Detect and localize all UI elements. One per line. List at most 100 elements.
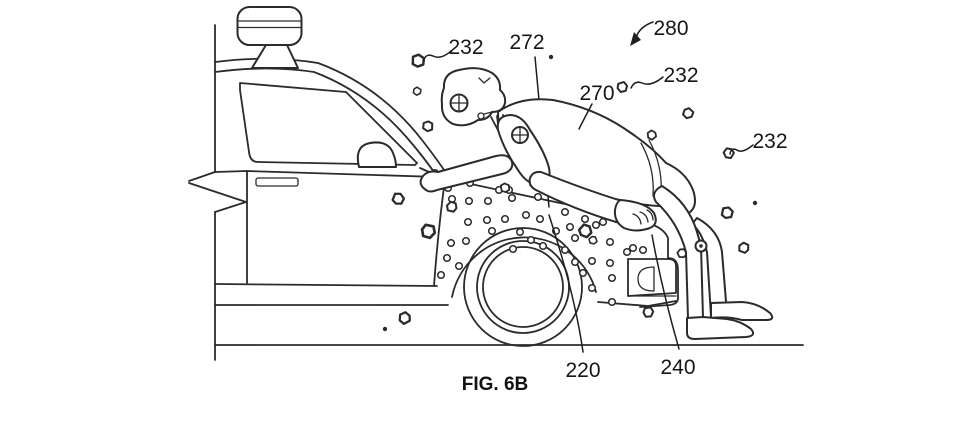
- debris-fragment: [411, 53, 426, 68]
- adhesive-dot: [487, 226, 497, 236]
- dummy-far-arm: [419, 154, 514, 193]
- debris-fragment: [646, 129, 658, 141]
- crash-test-dummy: [419, 67, 774, 340]
- adhesive-dot: [521, 210, 531, 220]
- wheel-arch: [451, 236, 597, 298]
- figure-caption: FIG. 6B: [462, 374, 529, 395]
- door-window: [239, 82, 418, 166]
- adhesive-dot: [500, 214, 510, 224]
- dummy-near-boot: [686, 316, 755, 340]
- debris-fragment: [577, 223, 593, 239]
- adhesive-dot: [526, 235, 536, 245]
- dummy-eye-mark: [478, 77, 491, 84]
- debris-fragment: [398, 311, 411, 325]
- adhesive-dot: [507, 193, 517, 203]
- debris-fragment: [422, 120, 434, 133]
- adhesive-dot: [461, 236, 471, 246]
- leader-270: [578, 103, 593, 130]
- leader-232-a: [422, 50, 452, 62]
- specks-layer: [382, 54, 758, 332]
- ref-label-232-a: 232: [448, 36, 483, 59]
- debris-fragment: [445, 200, 458, 213]
- adhesive-dot: [570, 257, 580, 267]
- side-mirror: [356, 141, 397, 168]
- adhesive-dot: [446, 238, 456, 248]
- dummy-mouth-mark: [477, 112, 485, 120]
- speck: [752, 200, 758, 206]
- sensor-base: [251, 44, 299, 69]
- debris-fragment: [588, 235, 598, 245]
- adhesive-dot: [508, 244, 518, 254]
- adhesive-dot: [580, 214, 590, 224]
- adhesive-dot: [436, 270, 446, 280]
- reference-numerals: 232 272 280 232 270 232 220 240: [448, 17, 787, 382]
- door-bottom-edge: [214, 283, 438, 287]
- sensor-dome: [236, 6, 303, 46]
- break-line: [188, 24, 247, 361]
- dummy-upper-arm: [496, 114, 551, 186]
- debris-fragment: [738, 241, 750, 254]
- adhesive-dot: [538, 241, 548, 251]
- adhesive-dot: [638, 245, 648, 255]
- adhesive-dot: [565, 222, 575, 232]
- ref-label-220: 220: [565, 359, 600, 382]
- leader-240: [651, 234, 680, 350]
- debris-fragment: [616, 80, 629, 94]
- speck: [548, 54, 554, 60]
- ref-label-280: 280: [653, 17, 688, 40]
- adhesive-dot: [605, 237, 615, 247]
- leader-lines: [422, 21, 754, 353]
- belt-line: [214, 170, 439, 178]
- debris-fragment: [720, 206, 734, 220]
- debris-fragment: [420, 223, 437, 240]
- rim-outer: [476, 240, 570, 334]
- adhesive-dot: [570, 233, 580, 243]
- adhesive-dot: [442, 253, 452, 263]
- ref-label-240: 240: [660, 356, 695, 379]
- adhesive-dot: [464, 196, 474, 206]
- door-handle: [255, 177, 299, 187]
- adhesive-dot: [607, 273, 617, 283]
- debris-fragment: [642, 306, 655, 318]
- debris-fragment: [499, 182, 511, 193]
- adhesive-dot: [587, 283, 597, 293]
- roof-sensor-lidar: [236, 6, 303, 69]
- headlight: [627, 258, 677, 297]
- dummy-fingers: [632, 209, 654, 225]
- adhesive-dot: [560, 207, 570, 217]
- adhesive-dot: [454, 261, 464, 271]
- adhesive-dot: [591, 220, 601, 230]
- debris-fragment: [676, 248, 688, 259]
- adhesive-dot: [560, 245, 570, 255]
- dummy-near-leg: [653, 185, 704, 319]
- ref-label-232-b: 232: [663, 64, 698, 87]
- adhesive-dot: [463, 217, 473, 227]
- debris-fragment: [412, 86, 422, 96]
- adhesive-dot: [587, 256, 597, 266]
- debris-fragments-layer: [391, 53, 750, 325]
- dummy-far-boot: [710, 301, 774, 321]
- vehicle-drawing: [188, 6, 679, 361]
- adhesive-dot: [515, 227, 525, 237]
- leader-232-b: [630, 76, 664, 89]
- adhesive-dot: [605, 258, 615, 268]
- leader-220: [548, 214, 584, 353]
- front-bumper: [627, 257, 679, 308]
- adhesive-dot: [628, 243, 638, 253]
- adhesive-dot: [607, 297, 617, 307]
- adhesive-dot: [483, 196, 493, 206]
- arrow-280: [630, 21, 654, 46]
- ref-label-270: 270: [579, 82, 614, 105]
- leader-232-c: [729, 144, 754, 155]
- debris-fragment: [391, 192, 406, 205]
- front-wheel: [463, 227, 583, 347]
- dummy-head: [440, 67, 507, 127]
- headlight-lamp: [637, 266, 655, 292]
- rim-inner: [482, 246, 564, 328]
- adhesive-dot: [622, 247, 632, 257]
- ref-label-272: 272: [509, 31, 544, 54]
- speck: [382, 326, 388, 332]
- adhesive-dot: [578, 268, 588, 278]
